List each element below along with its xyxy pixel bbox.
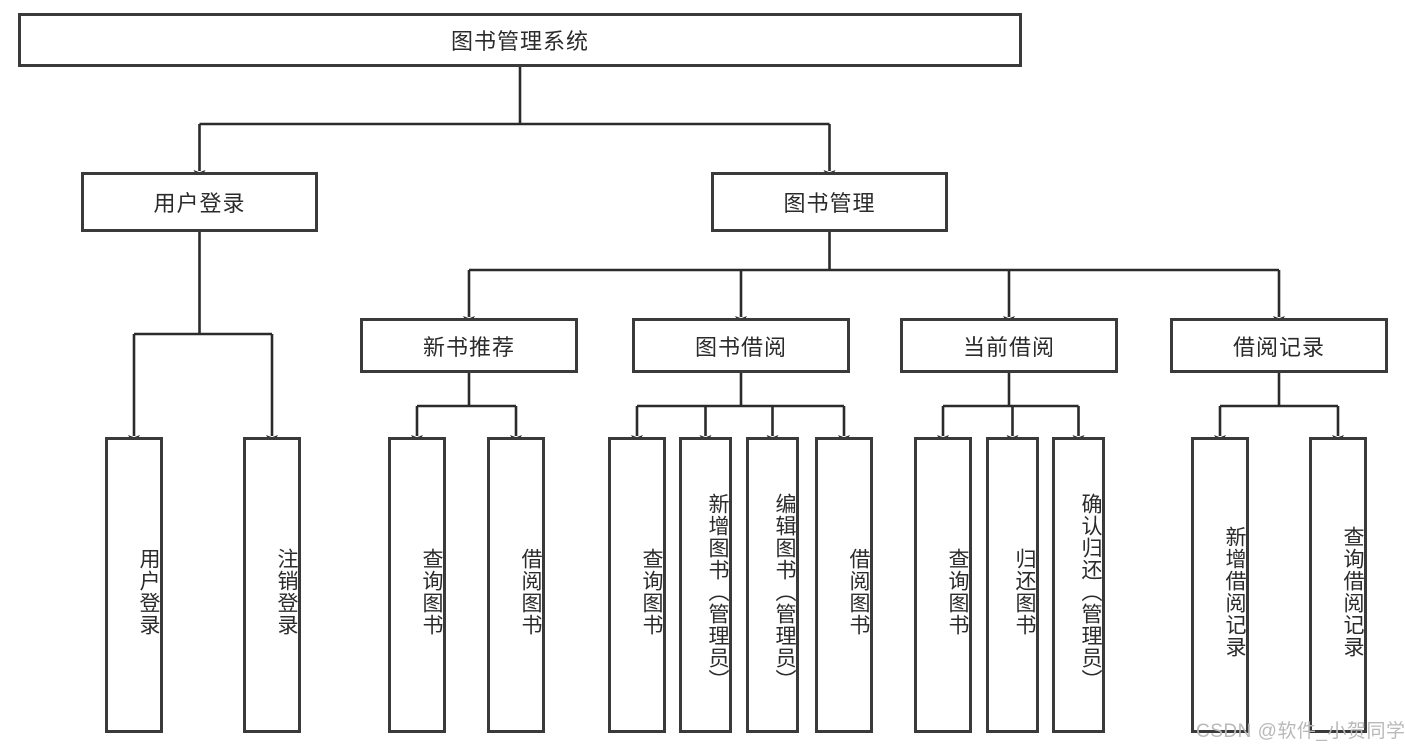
node-label: 查询借阅记录 bbox=[1341, 526, 1364, 658]
node-label: 查询图书 bbox=[640, 548, 663, 636]
node-l_add_record: 新增借阅记录 bbox=[1191, 437, 1249, 733]
node-label: 新增图书（管理员） bbox=[706, 493, 729, 691]
node-n_book_mgmt: 图书管理 bbox=[711, 172, 948, 232]
node-l_query_book_2: 查询图书 bbox=[608, 437, 666, 733]
node-n_book_borrow: 图书借阅 bbox=[632, 318, 850, 373]
node-l_query_book_3: 查询图书 bbox=[914, 437, 972, 733]
node-root: 图书管理系统 bbox=[18, 13, 1022, 67]
node-n_current_borrow: 当前借阅 bbox=[900, 318, 1118, 373]
node-l_edit_book: 编辑图书（管理员） bbox=[746, 437, 799, 733]
node-l_query_record: 查询借阅记录 bbox=[1309, 437, 1367, 733]
node-label: 新增借阅记录 bbox=[1223, 526, 1246, 658]
node-l_confirm_return: 确认归还（管理员） bbox=[1052, 437, 1105, 733]
node-label: 借阅记录 bbox=[1232, 334, 1325, 360]
node-label: 图书管理系统 bbox=[450, 29, 589, 54]
node-label: 借阅图书 bbox=[519, 548, 542, 636]
node-l_user_login: 用户登录 bbox=[105, 437, 163, 733]
node-l_logout: 注销登录 bbox=[243, 437, 301, 733]
node-label: 图书管理 bbox=[783, 191, 876, 216]
node-label: 归还图书 bbox=[1013, 548, 1036, 636]
node-n_new_book_rec: 新书推荐 bbox=[360, 318, 578, 373]
node-label: 新书推荐 bbox=[422, 334, 515, 360]
watermark: CSDN @软件_小贺同学 bbox=[1196, 721, 1405, 742]
node-n_borrow_record: 借阅记录 bbox=[1170, 318, 1388, 373]
node-label: 当前借阅 bbox=[962, 334, 1055, 360]
node-label: 编辑图书（管理员） bbox=[773, 493, 796, 691]
node-label: 查询图书 bbox=[420, 548, 443, 636]
node-l_borrow_book_2: 借阅图书 bbox=[815, 437, 873, 733]
edge-layer bbox=[128, 67, 1344, 445]
node-l_return_book: 归还图书 bbox=[986, 437, 1039, 733]
node-l_add_book: 新增图书（管理员） bbox=[679, 437, 732, 733]
node-l_borrow_book_1: 借阅图书 bbox=[487, 437, 545, 733]
node-label: 图书借阅 bbox=[694, 334, 787, 360]
node-label: 确认归还（管理员） bbox=[1079, 493, 1102, 691]
node-l_query_book_1: 查询图书 bbox=[388, 437, 446, 733]
node-label: 查询图书 bbox=[946, 548, 969, 636]
node-label: 注销登录 bbox=[275, 548, 298, 636]
node-n_user_login: 用户登录 bbox=[81, 172, 318, 232]
node-label: 用户登录 bbox=[137, 548, 160, 636]
node-label: 用户登录 bbox=[153, 191, 246, 216]
node-label: 借阅图书 bbox=[847, 548, 870, 636]
